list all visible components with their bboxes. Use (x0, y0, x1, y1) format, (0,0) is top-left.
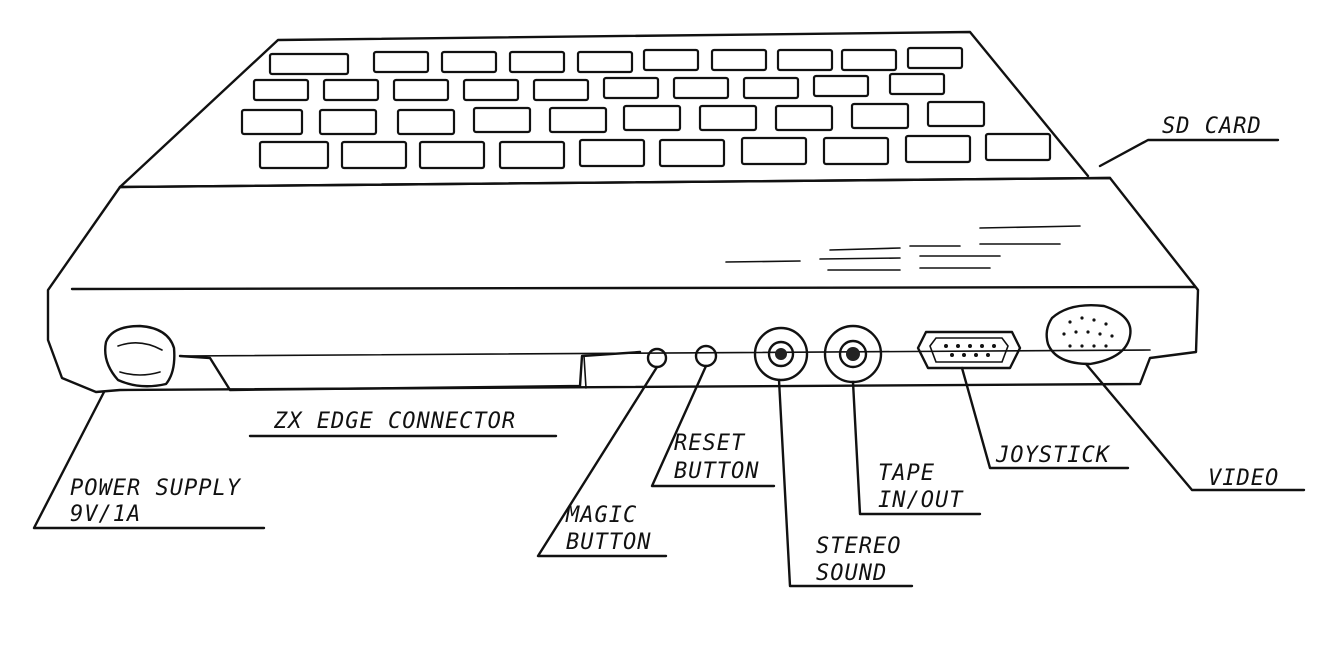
computer-illustration (46, 30, 1200, 394)
video-leader (1084, 362, 1306, 492)
tape-label-line2: IN/OUT (878, 488, 964, 513)
magic-button-leader (536, 365, 668, 558)
front-slab-edge (70, 285, 1197, 291)
joystick-label: JOYSTICK (995, 443, 1111, 468)
edge-connector-slot (178, 350, 642, 392)
reset-button-shape (694, 344, 718, 368)
power-socket-inner (117, 342, 163, 376)
power-supply-label-line1: POWER SUPPLY (70, 476, 242, 501)
keyboard-top-outline (118, 30, 1090, 189)
power-supply-leader (32, 390, 266, 530)
sd-card-label: SD CARD (1162, 114, 1262, 139)
stereo-sound-label-line1: STEREO (816, 534, 901, 559)
video-label: VIDEO (1208, 466, 1279, 491)
magic-button-shape (646, 347, 668, 369)
tape-jack-hole (846, 347, 860, 361)
slot-right-wall (583, 355, 587, 389)
keyboard-keys (240, 46, 1052, 170)
stereo-jack-outer (753, 326, 809, 382)
joystick-port-pins (944, 344, 996, 357)
reset-button-leader (650, 364, 776, 488)
labels: SD CARD ZX EDGE CONNECTOR POWER SUPPLY 9… (70, 114, 1279, 586)
tape-leader (851, 380, 982, 516)
stereo-jack-hole (775, 348, 787, 360)
video-port-grill (1062, 316, 1114, 348)
joystick-port-outer (916, 330, 1022, 370)
front-slab (46, 176, 1200, 394)
reset-button-label-line2: BUTTON (674, 459, 759, 484)
stereo-jack-inner (767, 340, 795, 368)
power-socket (104, 324, 176, 388)
stereo-sound-label-line2: SOUND (816, 561, 887, 586)
tape-label-line1: TAPE (878, 461, 935, 486)
tape-jack-inner (838, 339, 868, 369)
reset-button-label-line1: RESET (674, 431, 746, 456)
magic-button-label-line2: BUTTON (566, 530, 651, 555)
joystick-port-inner (929, 337, 1009, 363)
magic-button-label-line1: MAGIC (565, 503, 637, 528)
zx-edge-connector-label: ZX EDGE CONNECTOR (273, 409, 516, 434)
sd-card-leader (1098, 138, 1280, 168)
front-stripes (725, 225, 1081, 271)
joystick-leader (960, 366, 1130, 470)
leader-lines (32, 138, 1306, 588)
video-port (1045, 304, 1132, 366)
power-supply-label-line2: 9V/1A (70, 502, 141, 527)
stereo-sound-leader (777, 378, 914, 588)
